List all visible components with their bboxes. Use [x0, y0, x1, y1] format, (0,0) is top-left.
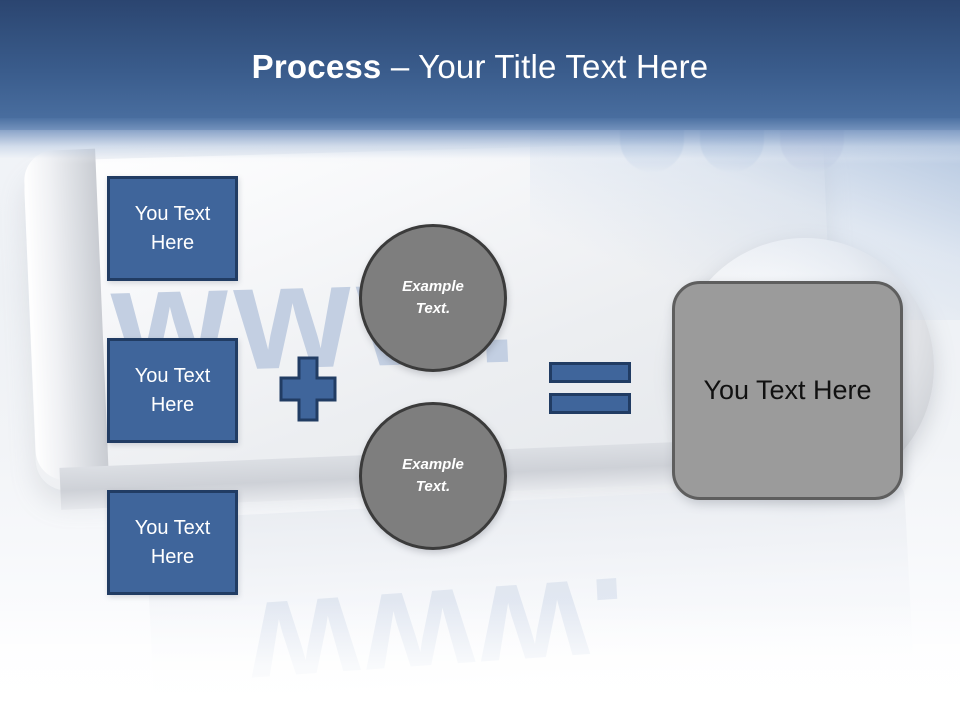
- example-circle-1-line1: Example: [402, 277, 464, 295]
- example-circle-2[interactable]: Example Text.: [359, 402, 507, 550]
- example-circle-1[interactable]: Example Text.: [359, 224, 507, 372]
- background-reflection-fade: [0, 600, 960, 720]
- example-circle-2-line2: Text.: [415, 478, 451, 495]
- result-box[interactable]: You Text Here: [672, 281, 903, 500]
- example-circle-2-line1: Example: [402, 455, 464, 473]
- slide-header-band: [0, 0, 960, 130]
- page-title: Process – Your Title Text Here: [0, 48, 960, 86]
- plus-icon: [279, 356, 337, 422]
- slide-header-fade: [0, 118, 960, 164]
- equals-icon-bar-top: [549, 362, 631, 383]
- page-title-strong: Process: [251, 48, 382, 85]
- result-box-label: You Text Here: [703, 375, 872, 405]
- example-circle-1-line2: Text.: [415, 300, 451, 317]
- equals-icon-bar-bottom: [549, 393, 631, 414]
- background-plaque-edge: [23, 148, 109, 482]
- page-title-rest: – Your Title Text Here: [381, 48, 709, 85]
- equals-icon: [549, 362, 631, 414]
